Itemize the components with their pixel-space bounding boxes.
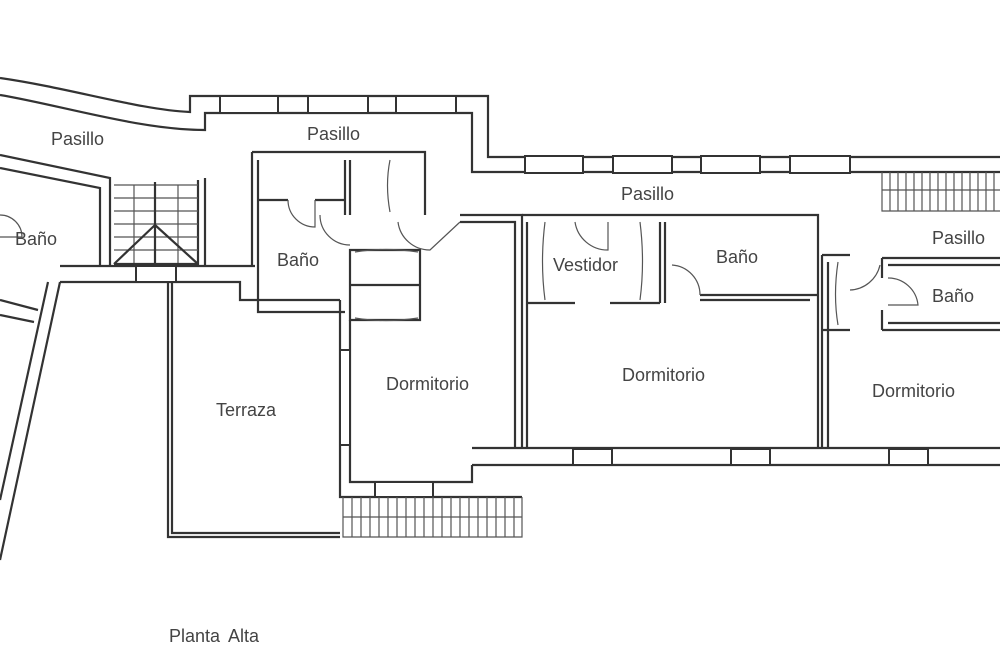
- walls: [0, 76, 1000, 561]
- label-pasillo-right: Pasillo: [932, 228, 985, 248]
- plan-title: Planta Alta: [169, 626, 260, 646]
- label-bano-left: Baño: [15, 229, 57, 249]
- label-bano-1: Baño: [277, 250, 319, 270]
- label-pasillo-center: Pasillo: [621, 184, 674, 204]
- label-bano-2: Baño: [716, 247, 758, 267]
- room-labels: Pasillo Pasillo Pasillo Pasillo Baño Bañ…: [15, 124, 985, 646]
- windows: [135, 95, 929, 498]
- label-terraza: Terraza: [216, 400, 277, 420]
- label-pasillo-left: Pasillo: [51, 129, 104, 149]
- label-vestidor: Vestidor: [553, 255, 618, 275]
- label-dormitorio-2: Dormitorio: [622, 365, 705, 385]
- stairs: [113, 172, 1000, 538]
- label-pasillo-top: Pasillo: [307, 124, 360, 144]
- label-bano-3: Baño: [932, 286, 974, 306]
- label-dormitorio-3: Dormitorio: [872, 381, 955, 401]
- doors: [0, 159, 919, 326]
- label-dormitorio-1: Dormitorio: [386, 374, 469, 394]
